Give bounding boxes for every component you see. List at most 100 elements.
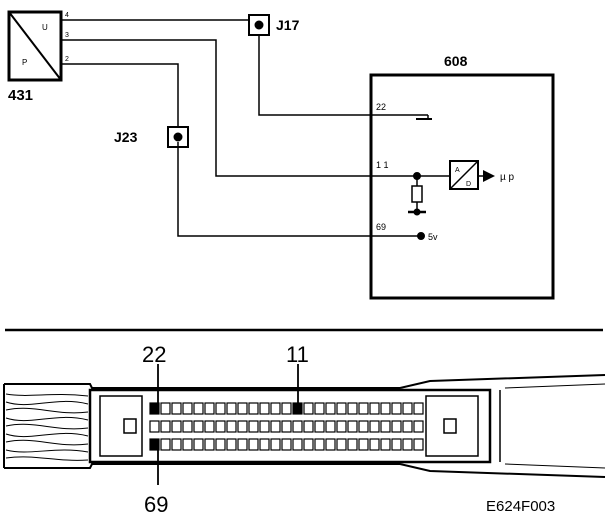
connector-pin-69-label: 69 [144, 492, 168, 517]
pin-cavity [325, 402, 336, 415]
pin-cavity [215, 438, 226, 451]
sensor-pin-2-label: 2 [65, 56, 69, 63]
pin-cavity [402, 420, 413, 433]
adc-a-label: A [455, 167, 460, 174]
pin-cavity [259, 402, 270, 415]
pin-cavity [270, 402, 281, 415]
pin-cavity [204, 402, 215, 415]
pin-cavity [149, 420, 160, 433]
figure-code: E624F003 [486, 498, 555, 515]
ecu-pin-22-label: 22 [376, 102, 386, 112]
pin-cavity [292, 438, 303, 451]
pin-cavity [303, 420, 314, 433]
harness-top-edge [4, 374, 606, 389]
sensor-id-label: 431 [8, 87, 33, 104]
pin-cavity [259, 438, 270, 451]
sensor-wires [61, 19, 420, 237]
j23-label: J23 [114, 129, 138, 145]
ecu-pin-69-label: 69 [376, 222, 386, 232]
pin-cavity [369, 420, 380, 433]
pin-cavity [226, 402, 237, 415]
pin-cavity [270, 420, 281, 433]
pin-cavity [226, 420, 237, 433]
pin-cavity [171, 420, 182, 433]
pin-cavity [336, 420, 347, 433]
pin-cavity [380, 438, 391, 451]
sensor-pin-3-label: 3 [65, 32, 69, 39]
pin-cavity [281, 420, 292, 433]
connector [3, 374, 606, 478]
pin-cavity [347, 420, 358, 433]
pin-cavity [336, 402, 347, 415]
schematic [5, 10, 603, 332]
pin-cavity [248, 438, 259, 451]
pin-cavity [391, 420, 402, 433]
pin-cavity [281, 402, 292, 415]
mcu-label: µ p [500, 172, 515, 183]
junction-j23 [167, 126, 189, 148]
pin-cavity [292, 402, 303, 415]
pin-cavity [226, 438, 237, 451]
pin-cavity [402, 438, 413, 451]
pin-cavity [182, 402, 193, 415]
pin-cavity [160, 402, 171, 415]
pin-cavity [204, 420, 215, 433]
pin-cavity [380, 402, 391, 415]
pin-cavity [204, 438, 215, 451]
node-5v [417, 232, 425, 240]
pulldown-resistor [411, 185, 423, 203]
pin-cavity [391, 402, 402, 415]
supply-5v-label: 5v [428, 232, 438, 242]
pin-cavity [347, 438, 358, 451]
pin-cavity [358, 438, 369, 451]
pin-cavity [314, 402, 325, 415]
connector-pin-22-label: 22 [142, 342, 166, 367]
pin-cavity [402, 402, 413, 415]
pin-cavity [237, 420, 248, 433]
pin-cavity [413, 420, 424, 433]
pin-cavity [160, 420, 171, 433]
pin-cavity [303, 402, 314, 415]
pin-cavity [325, 420, 336, 433]
j17-label: J17 [276, 17, 300, 33]
sensor-431 [7, 10, 63, 82]
harness-bottom-edge [4, 463, 606, 478]
pin-cavity [215, 402, 226, 415]
ecu-id-label: 608 [444, 53, 468, 69]
sensor-pin-u-label: U [42, 23, 48, 32]
pin-cavity [314, 438, 325, 451]
pin-cavity [248, 420, 259, 433]
pin-cavity [193, 438, 204, 451]
pin-cavity [182, 438, 193, 451]
pin-cavity [391, 438, 402, 451]
pin-cavity [215, 420, 226, 433]
pin-cavity [281, 438, 292, 451]
sensor-pin-4-label: 4 [65, 12, 69, 19]
pin-cavity [369, 438, 380, 451]
pin-cavity [303, 438, 314, 451]
pin-cavity [171, 402, 182, 415]
pin-cavity [292, 420, 303, 433]
pin-cavity [237, 438, 248, 451]
adc-d-label: D [466, 181, 471, 188]
pin-cavity [171, 438, 182, 451]
pin-cavity [325, 438, 336, 451]
pin-cavity [237, 402, 248, 415]
pin-cavity [358, 420, 369, 433]
pin-cavity [193, 420, 204, 433]
pin-cavity [369, 402, 380, 415]
pin-cavity [160, 438, 171, 451]
pin-cavity [336, 438, 347, 451]
pin-cavity [380, 420, 391, 433]
pin-cavity [270, 438, 281, 451]
harness-wires [5, 393, 89, 461]
pin-cavity [149, 438, 160, 451]
pin-callouts [157, 364, 299, 485]
sensor-pin-p-label: P [22, 58, 27, 67]
pin-cavity [182, 420, 193, 433]
pin-cavity [259, 420, 270, 433]
pin-cavity [193, 402, 204, 415]
pin-cavity [248, 402, 259, 415]
pin-cavity [413, 438, 424, 451]
